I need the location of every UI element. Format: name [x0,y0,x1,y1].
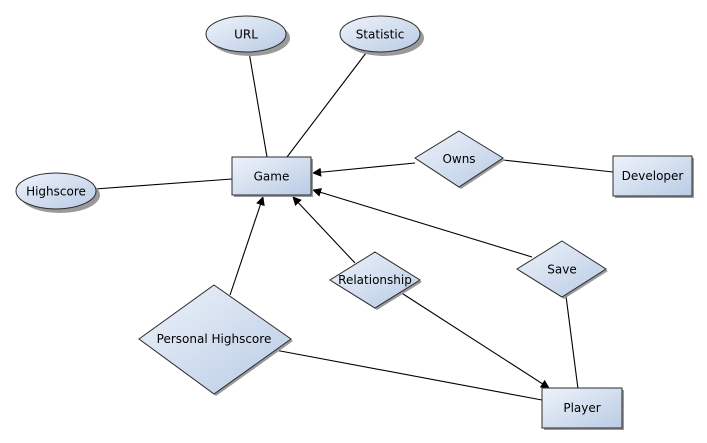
entity-player[interactable]: Player [541,387,624,430]
edges [94,51,614,401]
attribute-statistic[interactable]: Statistic [339,15,424,56]
entity-developer[interactable]: Developer [612,155,694,198]
relationship-save-label: Save [547,263,576,277]
relationship-personal-highscore[interactable]: Personal Highscore [138,284,293,396]
edge-personal-highscore-player [274,349,543,401]
entity-game[interactable]: Game [231,156,313,197]
attribute-url[interactable]: URL [205,15,290,56]
entity-developer-label: Developer [622,169,684,183]
edge-relationship-player [399,291,550,389]
edge-personal-highscore-game [229,196,265,296]
attribute-statistic-label: Statistic [356,28,405,42]
relationship-owns[interactable]: Owns [414,130,505,189]
edge-url-game [248,51,268,158]
edge-owns-developer [502,159,614,173]
attribute-url-label: URL [234,28,258,42]
entity-game-label: Game [254,170,290,184]
relationship-relationship-label: Relationship [338,273,412,287]
relationship-owns-label: Owns [442,152,475,166]
edge-statistic-game [286,52,367,158]
edge-owns-game [312,162,416,177]
relationship-relationship[interactable]: Relationship [329,251,422,310]
edge-relationship-game [292,196,356,264]
edge-save-player [565,295,579,390]
entity-player-label: Player [563,401,600,415]
attribute-highscore[interactable]: Highscore [15,172,100,213]
edge-highscore-game [94,178,233,190]
relationship-save[interactable]: Save [516,240,608,299]
attribute-highscore-label: Highscore [26,185,86,199]
relationship-personal-highscore-label: Personal Highscore [157,332,272,346]
edge-save-game [312,188,533,258]
